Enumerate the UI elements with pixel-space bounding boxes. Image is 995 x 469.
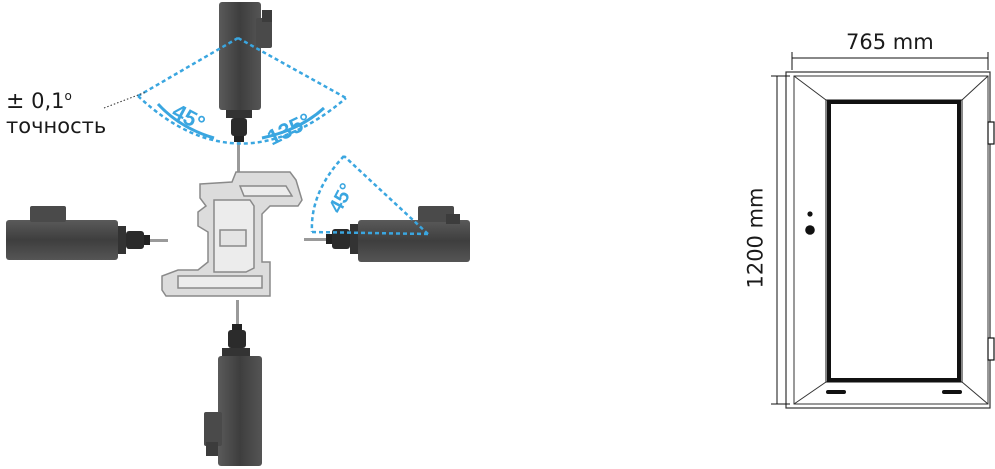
angle-label-top-left: 45° — [168, 98, 209, 136]
hinge-bottom — [987, 337, 995, 361]
top-motor — [219, 2, 272, 172]
height-dimension-label: 1200 mm — [743, 187, 768, 289]
angle-label-right: 45° — [325, 180, 359, 217]
width-dimension-line — [791, 52, 989, 70]
height-dimension-line — [771, 75, 790, 405]
window-drawing — [785, 71, 995, 409]
handle-dot-upper — [807, 211, 813, 217]
accuracy-value: 0,1 — [31, 89, 65, 113]
plus-minus-symbol: ± — [6, 89, 25, 114]
profile-cross-section — [161, 171, 303, 297]
right-motor — [304, 206, 470, 262]
right-angle-indicator — [310, 155, 429, 236]
accuracy-annotation: ± 0,1о точность — [6, 84, 106, 138]
accuracy-degree-sign: о — [64, 89, 72, 103]
top-angle-arcs — [156, 102, 326, 140]
left-motor — [6, 206, 168, 260]
top-angle-indicator — [137, 36, 347, 145]
accuracy-word: точность — [6, 114, 107, 138]
accuracy-leader-line — [103, 91, 147, 109]
hinge-top — [987, 121, 995, 145]
angle-label-top-right: 135° — [263, 108, 315, 150]
bottom-motor — [204, 300, 262, 466]
drain-slot-right — [942, 390, 962, 394]
drain-slot-left — [826, 390, 846, 394]
width-dimension-label: 765 mm — [846, 30, 934, 54]
handle-knob — [805, 225, 815, 235]
